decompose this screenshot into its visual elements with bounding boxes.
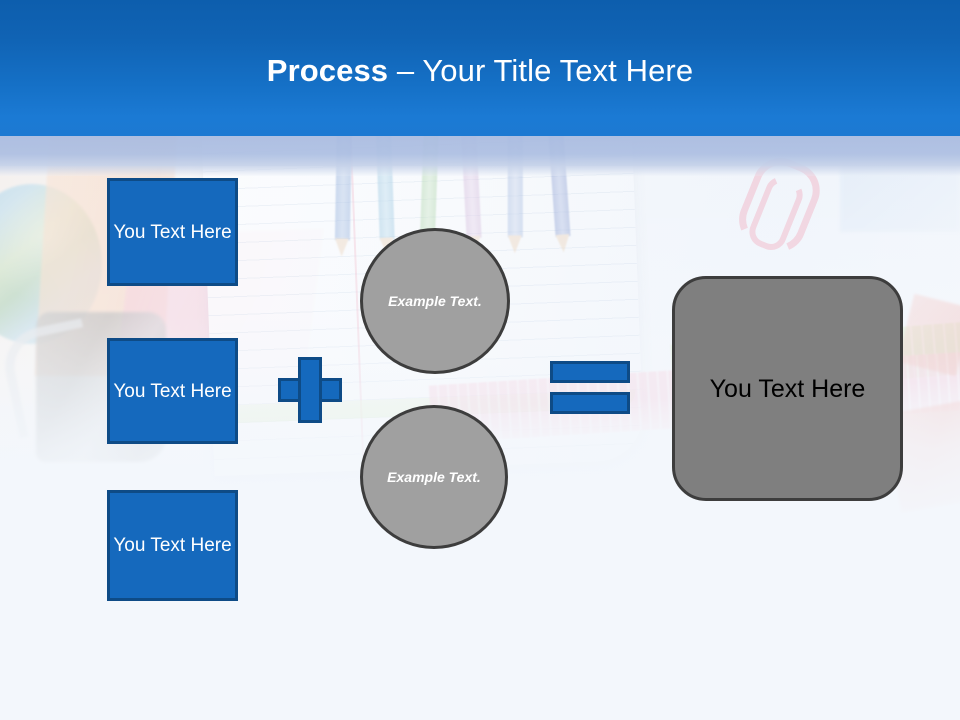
photo-band-fade xyxy=(0,166,960,176)
example-circle-2[interactable]: Example Text. xyxy=(360,405,508,549)
equals-icon xyxy=(550,361,630,414)
photo-periwinkle-band xyxy=(0,136,960,166)
equals-icon-top-bar xyxy=(550,361,630,383)
result-box-label: You Text Here xyxy=(709,374,866,403)
page-title: Process – Your Title Text Here xyxy=(0,50,960,92)
input-box-2[interactable]: You Text Here xyxy=(107,338,238,444)
page-title-separator: – xyxy=(388,53,423,88)
result-box[interactable]: You Text Here xyxy=(672,276,903,501)
page-title-rest: Your Title Text Here xyxy=(422,53,694,88)
input-box-3-label: You Text Here xyxy=(113,535,232,556)
input-box-2-label: You Text Here xyxy=(113,380,232,402)
input-box-1[interactable]: You Text Here xyxy=(107,178,238,286)
equals-icon-bottom-bar xyxy=(550,392,630,414)
example-circle-2-label: Example Text. xyxy=(387,468,481,485)
example-circle-1[interactable]: Example Text. xyxy=(360,228,510,374)
input-box-3[interactable]: You Text Here xyxy=(107,490,238,601)
example-circle-1-label: Example Text. xyxy=(388,292,482,309)
input-box-1-label: You Text Here xyxy=(113,221,232,243)
plus-icon xyxy=(278,357,342,423)
title-bar: Process – Your Title Text Here xyxy=(0,0,960,136)
page-title-bold: Process xyxy=(266,53,389,88)
plus-icon-center xyxy=(301,381,319,399)
